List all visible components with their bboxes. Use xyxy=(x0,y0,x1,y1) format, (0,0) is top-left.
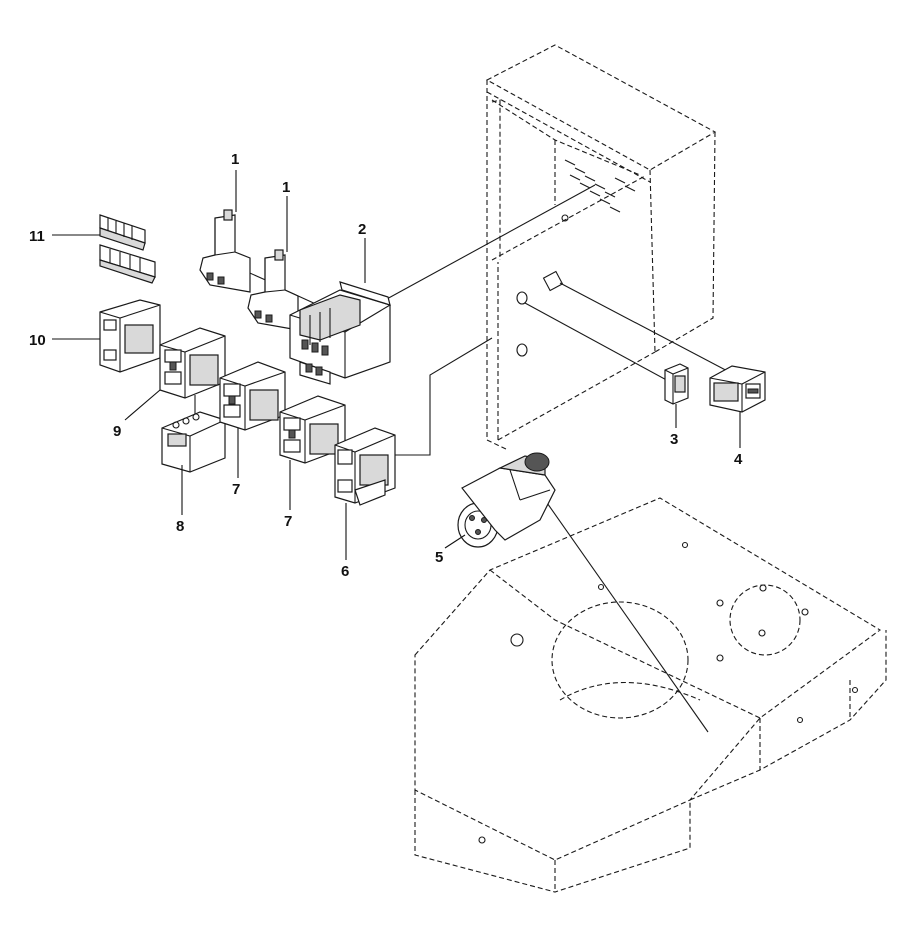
rocker-switch-part-3 xyxy=(664,363,689,405)
transformer-part-2 xyxy=(289,281,391,385)
callout-2: 2 xyxy=(358,221,366,238)
contactor-part-7a xyxy=(219,361,286,431)
callout-1-lower: 1 xyxy=(282,179,290,196)
control-cabinet xyxy=(485,44,717,451)
callout-6: 6 xyxy=(341,563,349,580)
callout-4: 4 xyxy=(734,451,743,468)
panel-hole xyxy=(516,343,528,357)
callout-8: 8 xyxy=(176,518,184,535)
callout-7-left: 7 xyxy=(232,481,240,498)
callout-10: 10 xyxy=(29,332,46,349)
callout-11: 11 xyxy=(29,228,45,245)
callout-5: 5 xyxy=(435,549,443,566)
callout-labels: 1 1 2 11 10 9 8 7 7 6 5 3 4 xyxy=(29,151,743,580)
callout-9: 9 xyxy=(113,423,121,440)
circuit-breaker-part-1b xyxy=(247,249,299,331)
callout-leaders xyxy=(52,170,741,560)
panel-screw xyxy=(561,214,569,222)
contactor-part-7b xyxy=(279,395,346,464)
circuit-breaker-part-1a xyxy=(199,209,251,293)
callout-3: 3 xyxy=(670,431,678,448)
contactor-part-9 xyxy=(159,327,226,399)
terminal-strip-part-11 xyxy=(99,214,156,284)
callout-1-upper: 1 xyxy=(231,151,239,168)
vent-slots xyxy=(564,159,636,213)
hour-meter-part-4 xyxy=(709,365,766,413)
overload-relay-part-8 xyxy=(161,411,226,473)
callout-7-right: 7 xyxy=(284,513,292,530)
panel-cutout xyxy=(542,270,564,292)
base-plate xyxy=(414,497,887,893)
power-socket-part-5 xyxy=(457,452,556,548)
relay-part-10 xyxy=(99,299,161,373)
panel-hole xyxy=(516,291,528,305)
contactor-part-6 xyxy=(334,427,396,506)
